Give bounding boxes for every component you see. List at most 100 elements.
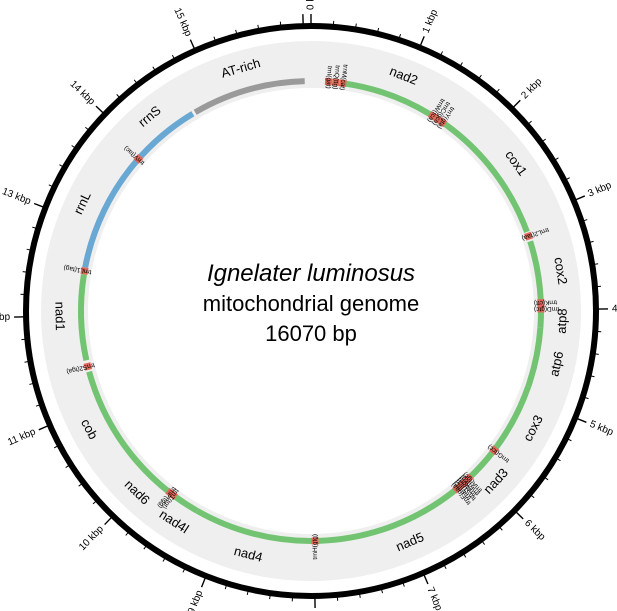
minor-tick <box>171 54 176 61</box>
minor-tick <box>582 396 589 400</box>
minor-tick <box>22 271 29 273</box>
major-tick <box>33 202 46 209</box>
scale-label-13kbp: 13 kbp <box>0 186 32 207</box>
minor-tick <box>235 29 238 36</box>
scale-label-1kbp: 1 kbp <box>421 8 441 35</box>
minor-tick <box>32 226 39 230</box>
scale-label-15kbp: 15 kbp <box>171 6 193 38</box>
trna-marker-trng-tcc <box>489 445 500 456</box>
trna-marker-trnq-ttg <box>331 78 340 87</box>
minor-tick <box>594 285 601 288</box>
minor-tick <box>376 27 380 34</box>
trna-marker-trni-gat <box>324 77 333 86</box>
gene-arc-rrnl <box>82 159 139 268</box>
trna-label-trnq-ttg: trnQ(ttg) <box>331 65 341 90</box>
minor-tick <box>162 556 167 562</box>
trna-marker-trnm-cat <box>338 79 347 88</box>
minor-tick <box>152 66 157 73</box>
trna-marker-trnd-gtc <box>537 305 545 313</box>
minor-tick <box>555 457 561 462</box>
gene-arc-nad2 <box>344 80 432 117</box>
trna-markers <box>80 77 545 545</box>
trna-marker-trnh-gtg <box>311 537 319 545</box>
minor-tick <box>553 157 559 162</box>
trna-marker-trnv-tac <box>133 153 144 164</box>
minor-tick <box>78 482 84 487</box>
gene-label-nad4: nad4 <box>233 543 265 565</box>
scale-label-7kbp: 7 kbp <box>424 586 444 611</box>
trna-label-trnh-gtg: trnH(gtg) <box>312 534 319 560</box>
scale-label-2kbp: 2 kbp <box>519 76 544 101</box>
minor-tick <box>442 563 447 569</box>
minor-tick <box>581 219 588 222</box>
major-tick <box>38 424 51 431</box>
minor-tick <box>182 566 187 573</box>
gene-arc-nad4 <box>195 508 313 545</box>
minor-tick <box>398 33 402 40</box>
scale-label-14kbp: 14 kbp <box>67 79 97 108</box>
gene-arc-rrns <box>138 111 195 159</box>
major-tick <box>418 36 425 48</box>
minor-tick <box>71 145 77 150</box>
minor-tick <box>65 463 72 468</box>
minor-tick <box>21 338 28 341</box>
trna-label-trnl1-tag: trnL1(tag) <box>63 264 92 276</box>
gene-arc-at-rich <box>193 78 305 115</box>
trna-marker-trnl1-tag <box>80 266 89 276</box>
gene-arc-atp8 <box>537 312 544 328</box>
major-tick <box>574 417 587 423</box>
minor-tick <box>336 594 339 601</box>
minor-tick <box>498 525 503 531</box>
minor-tick <box>439 51 444 58</box>
gene-track-band <box>41 41 581 581</box>
minor-tick <box>587 240 594 244</box>
major-tick <box>104 515 114 526</box>
minor-tick <box>143 544 148 550</box>
scale-ticks <box>14 14 608 608</box>
minor-tick <box>480 539 486 545</box>
minor-tick <box>358 591 361 598</box>
gene-arc-cox3 <box>492 385 532 451</box>
major-tick <box>189 39 196 51</box>
major-tick <box>95 105 106 115</box>
minor-tick <box>85 126 91 132</box>
major-tick <box>514 509 524 520</box>
minor-tick <box>495 88 500 95</box>
scale-label-0kbp: 0 kbp <box>306 0 317 10</box>
trna-label-trnk-ctt: trnK(ctt) <box>534 298 557 306</box>
genome-title: Ignelater luminosus mitochondrial genome… <box>203 260 419 346</box>
minor-tick <box>592 263 599 266</box>
minor-tick <box>458 62 463 68</box>
minor-tick <box>592 352 599 355</box>
trna-marker-trnk-ctt <box>537 299 545 307</box>
gene-label-nad1: nad1 <box>52 302 68 331</box>
trna-marker-trnf-gaa <box>452 483 462 494</box>
minor-tick <box>526 120 532 126</box>
scale-label-9kbp: 9 kbp <box>186 588 205 611</box>
major-tick <box>573 195 586 202</box>
trna-labels: trnI(gat)trnQ(ttg)trnM(cat)trnW(tca)trnC… <box>63 64 559 560</box>
gene-arc-atp6 <box>525 327 544 388</box>
minor-tick <box>354 23 357 30</box>
minor-tick <box>462 552 467 558</box>
minor-tick <box>48 184 55 188</box>
track-band <box>41 41 581 581</box>
gene-label-atp8: atp8 <box>554 308 570 334</box>
scale-label-10kbp: 10 kbp <box>77 523 106 553</box>
minor-tick <box>116 94 122 100</box>
gene-arc-nad5 <box>318 484 461 544</box>
trna-label-trnd-gtc: trnD(gtc) <box>534 305 559 312</box>
trna-label-trnm-cat: trnM(cat) <box>338 64 349 91</box>
gene-arc-cob <box>86 370 140 464</box>
gene-arcs <box>78 78 544 545</box>
minor-tick <box>542 475 549 481</box>
major-tick <box>422 572 429 585</box>
gene-arc-cox1 <box>443 121 530 233</box>
scale-label-12kbp: 12 kbp <box>0 312 11 324</box>
minor-tick <box>477 74 482 81</box>
trna-label-trni-gat: trnI(gat) <box>324 66 333 89</box>
gene-arc-nad1 <box>78 274 90 361</box>
minor-tick <box>279 21 282 28</box>
minor-tick <box>53 444 60 449</box>
minor-tick <box>26 248 33 251</box>
